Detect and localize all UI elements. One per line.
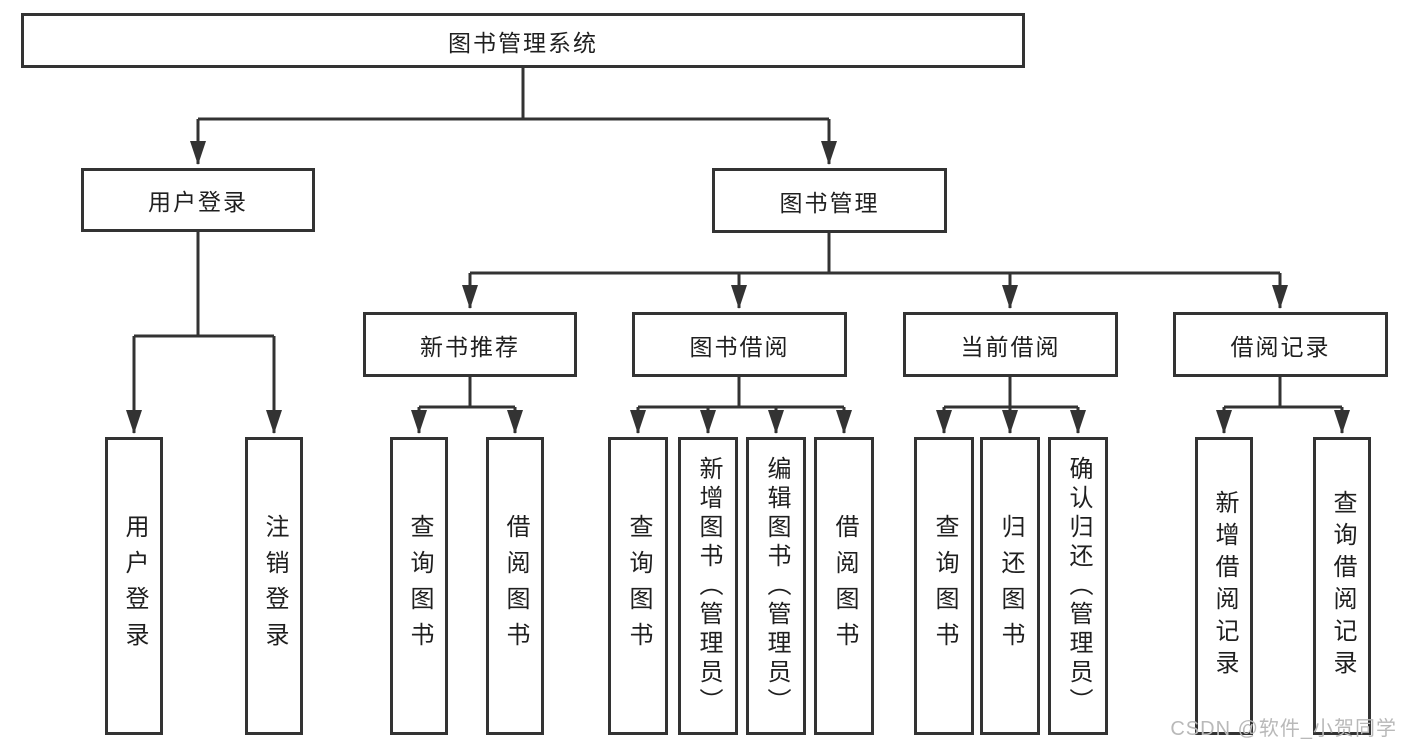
leaf-borrow-books-borrowing-label: 借阅图书: [831, 514, 858, 658]
node-borrow-records: 借阅记录: [1173, 312, 1388, 377]
leaf-query-books-borrowing: 查询图书: [608, 437, 668, 735]
leaf-add-book-admin-label: 新增图书（管理员）: [695, 455, 722, 717]
leaf-add-borrow-record-label: 新增借阅记录: [1211, 490, 1238, 682]
leaf-borrow-books-borrowing: 借阅图书: [814, 437, 874, 735]
node-current-borrowing-label: 当前借阅: [960, 333, 1061, 360]
leaf-confirm-return-admin-label: 确认归还（管理员）: [1065, 455, 1092, 717]
leaf-edit-book-admin-label: 编辑图书（管理员）: [763, 455, 790, 717]
leaf-query-books-recommend: 查询图书: [390, 437, 448, 735]
leaf-borrow-books-recommend: 借阅图书: [486, 437, 544, 735]
leaf-query-books-recommend-label: 查询图书: [406, 514, 433, 658]
node-user-login: 用户登录: [81, 168, 315, 232]
node-current-borrowing: 当前借阅: [903, 312, 1118, 377]
leaf-user-login: 用户登录: [105, 437, 163, 735]
leaf-query-borrow-record: 查询借阅记录: [1313, 437, 1371, 735]
node-user-login-label: 用户登录: [148, 189, 248, 215]
node-root-label: 图书管理系统: [448, 29, 598, 56]
node-book-borrowing: 图书借阅: [632, 312, 847, 377]
leaf-logout-label: 注销登录: [261, 514, 288, 658]
leaf-add-book-admin: 新增图书（管理员）: [678, 437, 738, 735]
node-book-management: 图书管理: [712, 168, 947, 233]
node-book-management-label: 图书管理: [779, 189, 880, 216]
leaf-edit-book-admin: 编辑图书（管理员）: [746, 437, 806, 735]
node-new-book-recommend-label: 新书推荐: [420, 333, 520, 360]
csdn-watermark: CSDN @软件_小贺同学: [1170, 718, 1397, 740]
leaf-query-books-borrowing-label: 查询图书: [625, 514, 652, 658]
leaf-add-borrow-record: 新增借阅记录: [1195, 437, 1253, 735]
node-root-library-system: 图书管理系统: [21, 13, 1025, 68]
node-book-borrowing-label: 图书借阅: [689, 333, 790, 360]
leaf-confirm-return-admin: 确认归还（管理员）: [1048, 437, 1108, 735]
leaf-user-login-label: 用户登录: [121, 514, 148, 658]
leaf-query-books-current: 查询图书: [914, 437, 974, 735]
leaf-return-book-label: 归还图书: [997, 514, 1024, 658]
leaf-borrow-books-recommend-label: 借阅图书: [502, 514, 529, 658]
node-new-book-recommend: 新书推荐: [363, 312, 577, 377]
leaf-query-borrow-record-label: 查询借阅记录: [1329, 490, 1356, 682]
node-borrow-records-label: 借阅记录: [1230, 333, 1331, 360]
leaf-return-book: 归还图书: [980, 437, 1040, 735]
leaf-query-books-current-label: 查询图书: [931, 514, 958, 658]
leaf-logout: 注销登录: [245, 437, 303, 735]
